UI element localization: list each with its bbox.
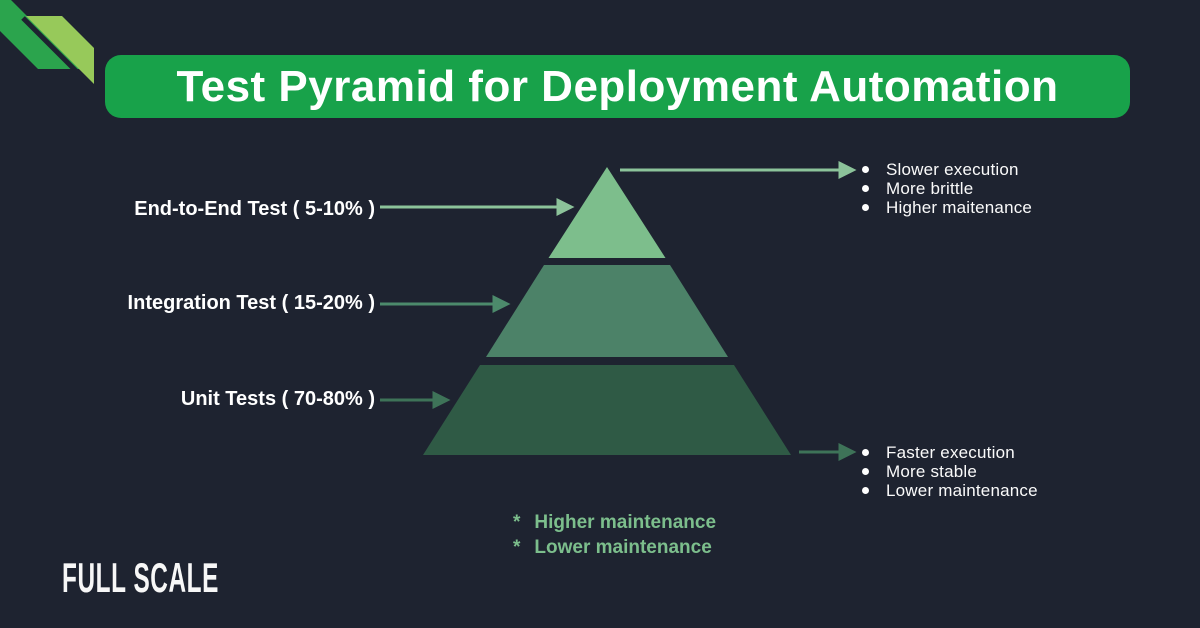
- page-title: Test Pyramid for Deployment Automation: [176, 61, 1059, 111]
- asterisk-marker: *: [513, 536, 521, 558]
- bullet-icon: [862, 166, 869, 173]
- bullet-icon: [862, 468, 869, 475]
- annotation-text: More stable: [886, 461, 978, 481]
- annotation-text: Faster execution: [886, 442, 1015, 462]
- pyramid-tier-end-to-end: [548, 167, 666, 258]
- list-item: More stable: [862, 462, 1038, 481]
- annotation-text: Slower execution: [886, 159, 1019, 179]
- asterisk-marker: *: [513, 511, 521, 533]
- list-item: Faster execution: [862, 443, 1038, 462]
- bullet-icon: [862, 487, 869, 494]
- corner-ribbon-light-green: [26, 16, 94, 84]
- footnote-higher-maintenance: * Higher maintenance: [513, 510, 716, 535]
- list-item: Higher maitenance: [862, 198, 1032, 217]
- bottom-annotations-list: Faster execution More stable Lower maint…: [862, 443, 1038, 500]
- footnote-text: Lower maintenance: [534, 536, 712, 558]
- pyramid-tier-unit: [423, 365, 791, 455]
- bullet-icon: [862, 204, 869, 211]
- title-banner: Test Pyramid for Deployment Automation: [105, 55, 1130, 118]
- corner-ribbon-separator: [21, 16, 93, 88]
- list-item: Slower execution: [862, 160, 1032, 179]
- full-scale-logo: FULL SCALE: [62, 554, 219, 601]
- footnote-lower-maintenance: * Lower maintenance: [513, 535, 716, 560]
- label-end-to-end-test: End-to-End Test ( 5-10% ): [134, 198, 375, 220]
- bullet-icon: [862, 449, 869, 456]
- footnote-text: Higher maintenance: [534, 511, 717, 533]
- top-annotations-list: Slower execution More brittle Higher mai…: [862, 160, 1032, 217]
- list-item: Lower maintenance: [862, 481, 1038, 500]
- pyramid-tier-integration: [486, 265, 728, 357]
- annotation-text: Higher maitenance: [886, 197, 1033, 217]
- annotation-text: Lower maintenance: [886, 480, 1038, 500]
- list-item: More brittle: [862, 179, 1032, 198]
- footnotes: * Higher maintenance * Lower maintenance: [513, 510, 716, 560]
- annotation-text: More brittle: [886, 178, 974, 198]
- bullet-icon: [862, 185, 869, 192]
- label-unit-tests: Unit Tests ( 70-80% ): [180, 388, 375, 410]
- label-integration-test: Integration Test ( 15-20% ): [127, 292, 375, 314]
